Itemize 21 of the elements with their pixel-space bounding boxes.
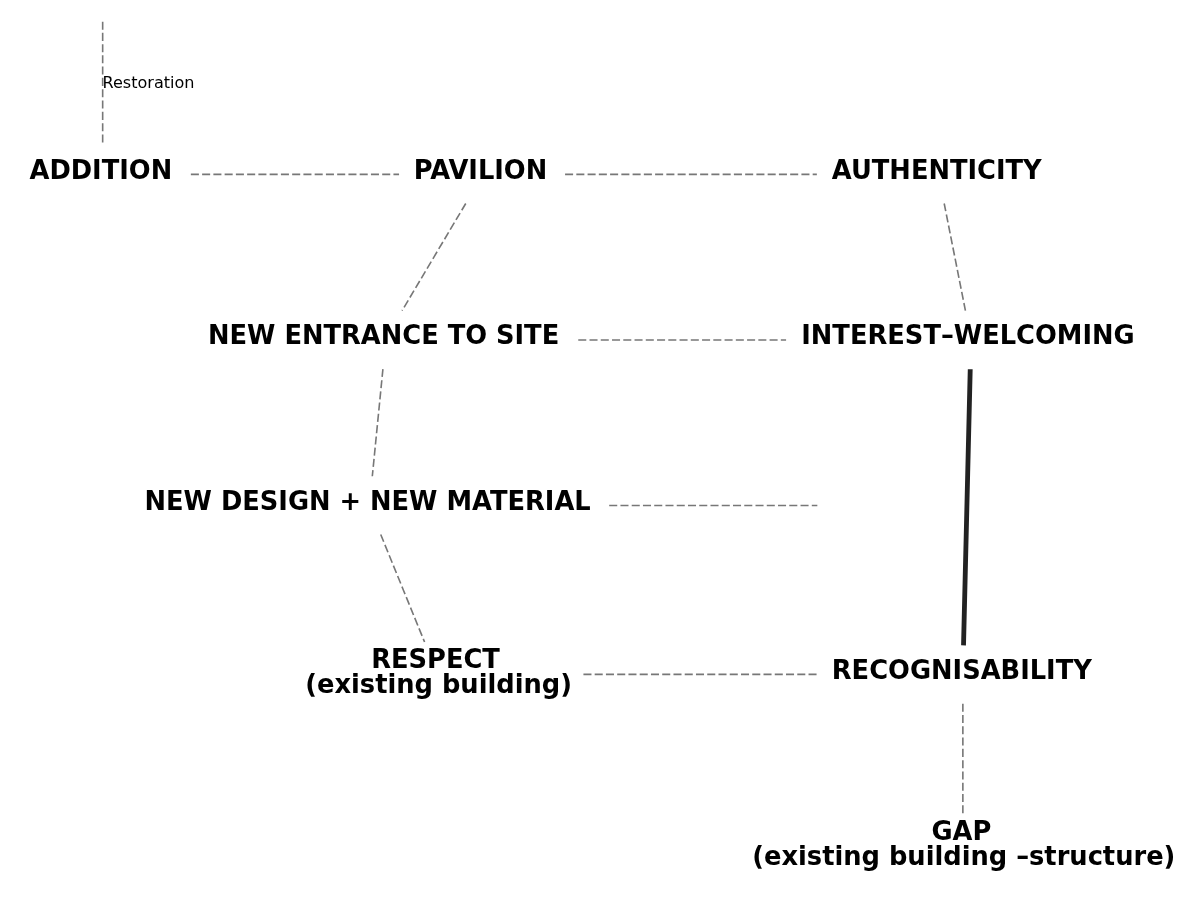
connector — [190, 173, 400, 175]
node-text: RECOGNISABILITY — [831, 654, 1092, 685]
node-text: ADDITION — [29, 154, 173, 185]
connector — [577, 338, 787, 341]
edge-label: Restoration — [102, 72, 195, 92]
connector — [608, 504, 819, 506]
node-text: NEW ENTRANCE TO SITE — [207, 319, 560, 350]
connector — [962, 702, 964, 815]
node-text: PAVILION — [413, 154, 548, 185]
connector — [961, 368, 973, 645]
node-text: GAP (existing building –structure) — [752, 815, 1176, 871]
connector — [401, 202, 467, 311]
connector — [371, 367, 384, 477]
connector — [582, 673, 818, 675]
node-text: NEW DESIGN + NEW MATERIAL — [144, 485, 591, 516]
node-text: RESPECT (existing building) — [305, 643, 573, 699]
node-text: INTEREST–WELCOMING — [801, 319, 1135, 350]
connector — [943, 202, 967, 311]
connector — [379, 533, 426, 643]
connector — [564, 173, 818, 175]
node-text: AUTHENTICITY — [831, 154, 1042, 185]
